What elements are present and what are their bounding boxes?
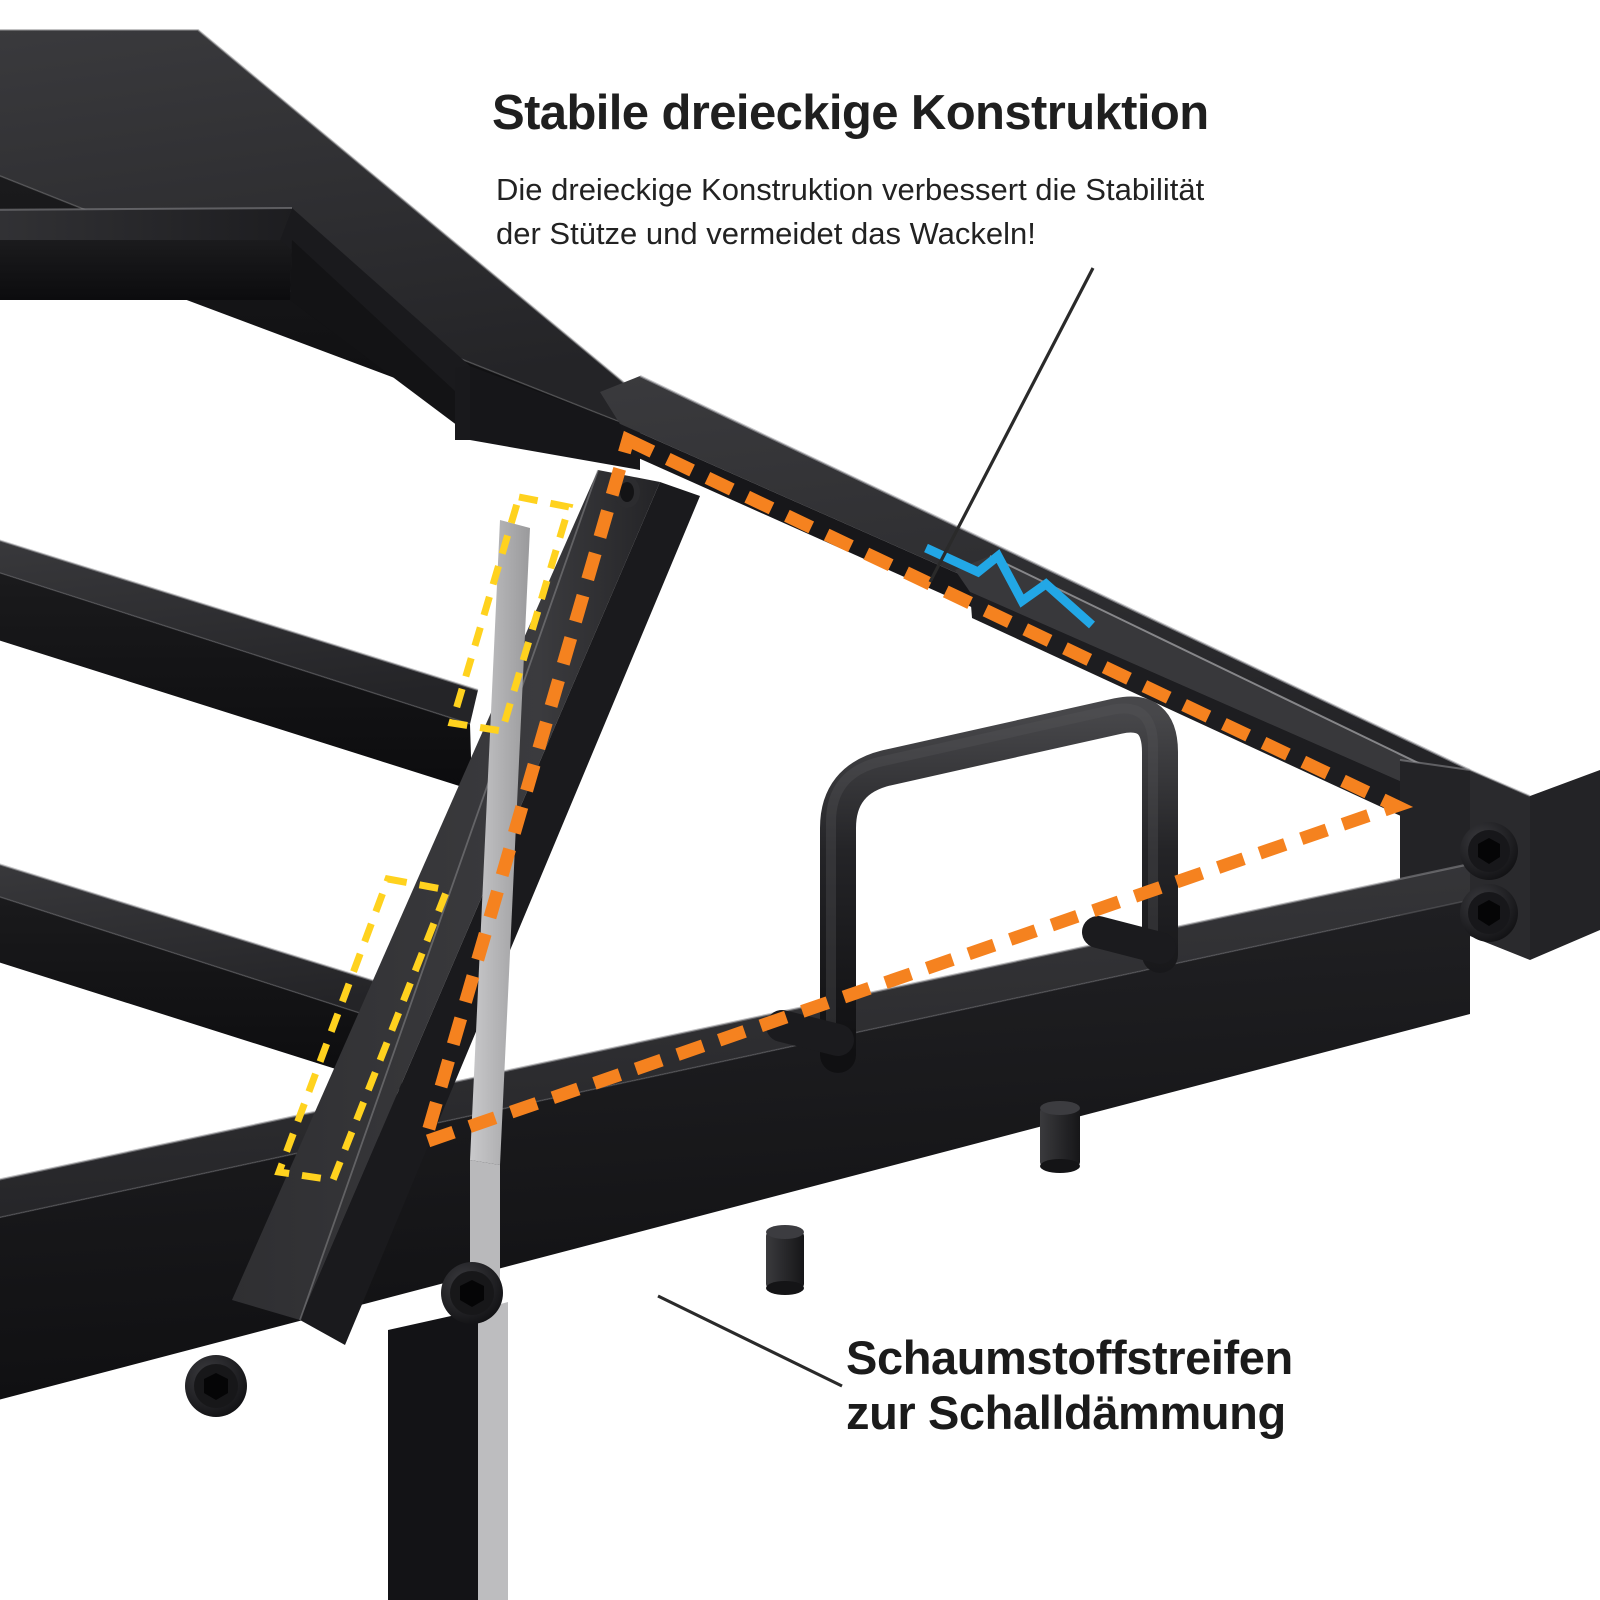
cross-slat-middle [0,539,479,790]
vertical-leg [388,1302,508,1600]
callout-foam-line-1: Schaumstoffstreifen [846,1331,1293,1384]
corner-bracket-upper [455,366,640,470]
leader-line-foam [657,1294,843,1388]
orange-dashed-triangle [415,430,1414,1153]
yellow-dashed-foam-strip-lower [274,875,452,1184]
hex-bolt-endcap-upper [1460,822,1518,880]
foot-cylinder-left [766,1225,804,1295]
page-subtitle-line-1: Die dreieckige Konstruktion verbessert d… [496,172,1205,207]
hex-bolt-front-right [441,1262,503,1324]
hex-bolt-front-left [185,1355,247,1417]
hex-bolt-endcap-lower [1460,884,1518,942]
page-title: Stabile dreieckige Konstruktion [492,86,1209,140]
page-subtitle-line-2: der Stütze und vermeidet das Wackeln! [496,216,1036,252]
cross-slat-upper [0,207,470,435]
callout-foam-line-2: zur Schalldämmung [846,1386,1286,1440]
yellow-dashed-foam-strip-upper [447,492,574,735]
leader-line-triangle [928,267,1095,583]
foot-cylinder-right [1040,1101,1080,1173]
mattress-retainer-handle [766,696,1178,1073]
blue-zigzag-highlight [924,543,1095,629]
cross-slat-lower [0,863,411,1090]
callout-foam-label: Schaumstoffstreifen zur Schalldämmung [846,1330,1466,1441]
page-subtitle: Die dreieckige Konstruktion verbessert d… [496,168,1376,256]
